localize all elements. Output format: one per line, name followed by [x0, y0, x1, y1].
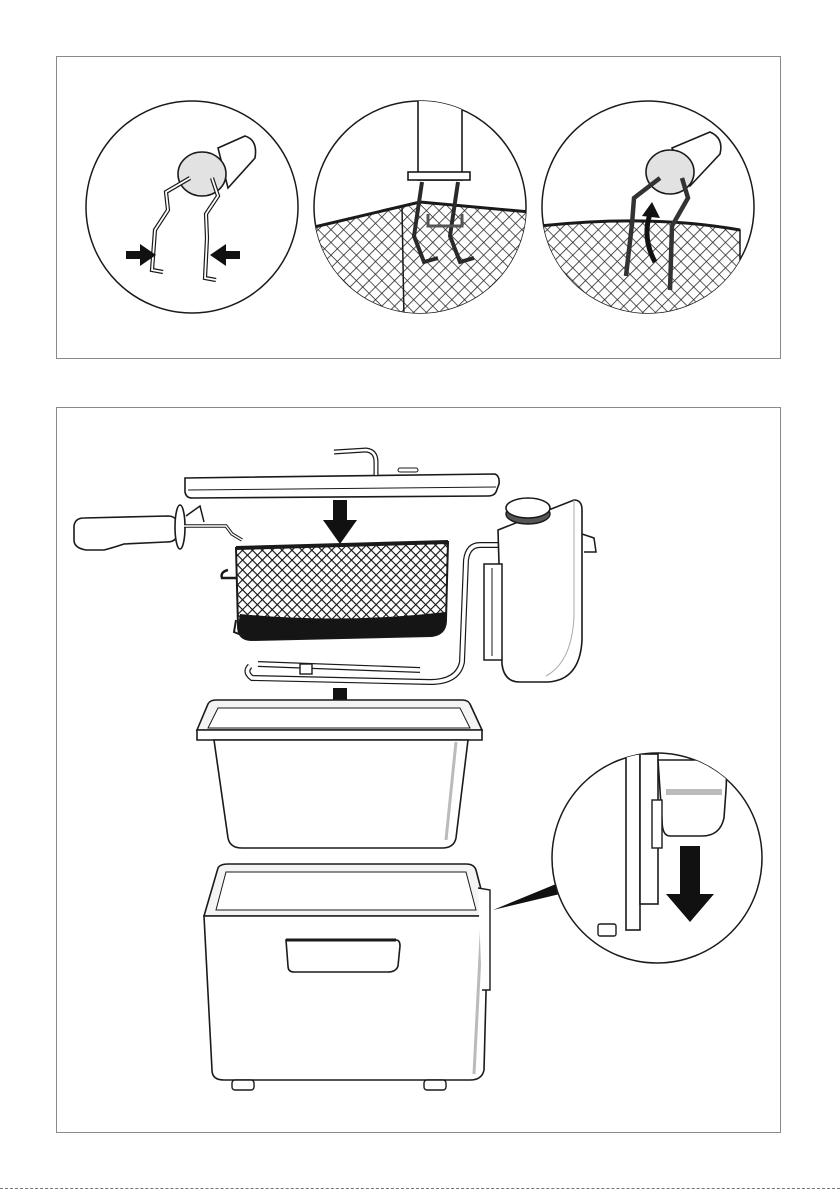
detail-insert-control-unit [552, 753, 762, 963]
step-1-squeeze-handle-wires [86, 101, 298, 313]
control-unit [484, 498, 596, 682]
fryer-housing [204, 864, 490, 1090]
step-3-rotate-handle-into-position [540, 101, 754, 330]
down-arrow-icon [323, 500, 357, 544]
lid [185, 450, 499, 498]
detail-callout-pointer [493, 884, 560, 910]
inner-bowl [197, 700, 482, 848]
page-cut-line [0, 1188, 840, 1189]
frying-basket [74, 505, 448, 640]
step-2-insert-handle-in-basket [310, 96, 530, 330]
